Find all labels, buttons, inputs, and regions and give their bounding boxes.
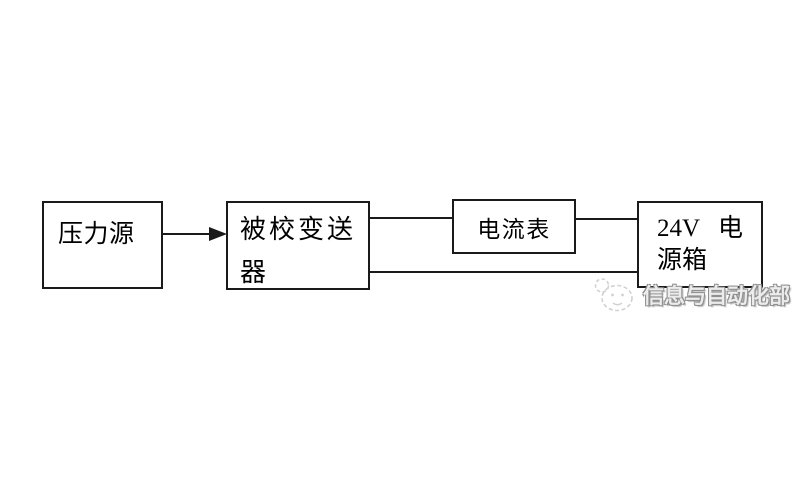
node-transmitter-label-line2: 器 [240,258,270,287]
node-power-label-dian: 电 [717,215,743,242]
node-power-label-line2: 源箱 [657,247,708,274]
node-ammeter: 电流表 [452,199,576,254]
arrow-connector-shaft [163,233,210,235]
node-pressure-source-label: 压力源 [58,221,135,248]
wire-transmitter-to-ammeter [370,217,452,219]
node-transmitter-under-test: 被校变送 器 [226,201,370,290]
arrow-head-icon [209,227,227,241]
node-pressure-source: 压力源 [42,201,163,289]
watermark: 信息与自动化部 [590,276,790,314]
wire-transmitter-to-power-box [370,271,637,273]
node-ammeter-label: 电流表 [477,216,551,242]
watermark-text: 信息与自动化部 [643,284,790,308]
node-power-supply-box: 24V 电 源箱 [637,201,763,288]
node-transmitter-label-line1: 被校变送 [240,215,357,244]
wire-ammeter-to-power-box [576,218,637,220]
node-power-label-24v: 24V [657,215,701,242]
sketch-face-logo-icon [594,278,633,312]
node-power-label-line1: 24V 电 [657,213,743,245]
